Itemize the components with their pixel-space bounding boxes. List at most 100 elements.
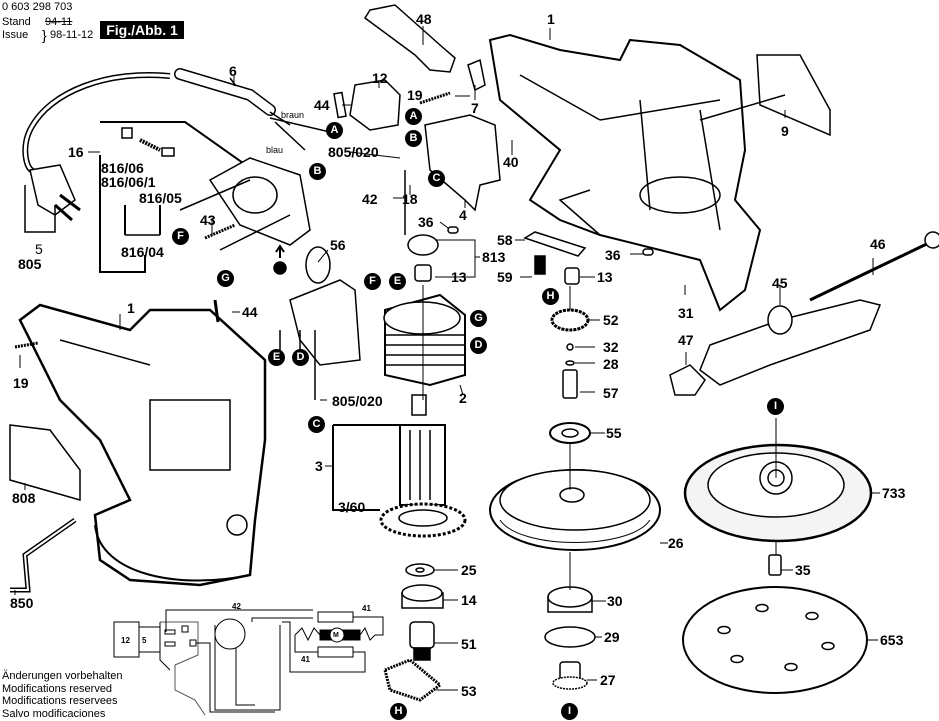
part-4-switch: [424, 114, 501, 212]
callout-35: 35: [795, 562, 811, 578]
callout-57: 57: [603, 385, 619, 401]
sanding-disc-653: [682, 586, 868, 694]
schematic-cable-label: 5: [142, 636, 147, 645]
marker-i-bottom: I: [561, 703, 578, 720]
callout-13-left: 13: [451, 269, 467, 285]
leader-lines: [14, 26, 880, 691]
stand-label: Stand: [2, 16, 31, 28]
callout-6: 6: [229, 63, 237, 79]
wire-label-blue: blau: [266, 145, 284, 155]
callout-813: 813: [482, 249, 506, 265]
callout-12: 12: [372, 70, 388, 86]
part-number: 0 603 298 703: [2, 1, 73, 13]
callout-805: 805: [18, 256, 42, 272]
backing-pad-drawing: [683, 443, 873, 543]
armature-drawing: [332, 394, 467, 538]
callout-16: 16: [68, 144, 84, 160]
callout-31: 31: [678, 305, 694, 321]
field-coil-drawing: [383, 293, 466, 387]
callout-51: 51: [461, 636, 477, 652]
marker-e-left: E: [268, 349, 285, 366]
marker-d-right: D: [470, 337, 487, 354]
marker-h-bottom: H: [390, 703, 407, 720]
callout-733: 733: [882, 485, 906, 501]
callout-56: 56: [330, 237, 346, 253]
callout-4: 4: [459, 207, 467, 223]
callout-27: 27: [600, 672, 616, 688]
callout-19-left: 19: [13, 375, 29, 391]
footer-line-es: Salvo modificaciones: [2, 707, 106, 720]
part-12-switch-holder: [349, 79, 401, 131]
marker-h-top: H: [542, 288, 559, 305]
callout-52: 52: [603, 312, 619, 328]
marker-a-right: A: [405, 108, 422, 125]
callout-45: 45: [772, 275, 788, 291]
marker-f-left: F: [172, 228, 189, 245]
callout-30: 30: [607, 593, 623, 609]
issue-date: 98-11-12: [50, 29, 94, 41]
marker-g-left: G: [217, 270, 234, 287]
sander-assembled-drawing: [18, 303, 267, 587]
callout-53: 53: [461, 683, 477, 699]
callout-18: 18: [402, 191, 418, 207]
figure-label: Fig./Abb. 1: [100, 21, 184, 39]
callout-816-06: 816/06: [101, 160, 144, 176]
callout-44-bottom: 44: [242, 304, 258, 320]
schematic-switch-label: 12: [121, 636, 130, 645]
callout-55: 55: [606, 425, 622, 441]
marker-e-right: E: [389, 273, 406, 290]
callout-36-right: 36: [605, 247, 621, 263]
callout-3-60: 3/60: [338, 499, 366, 515]
callout-2: 2: [459, 390, 467, 406]
callout-44-top: 44: [314, 97, 330, 113]
side-handle: [699, 299, 882, 386]
callout-48: 48: [416, 11, 432, 27]
schematic-suppressor-top-label: 41: [362, 604, 371, 613]
brush-plate-drawing: [179, 157, 311, 275]
callout-43: 43: [200, 212, 216, 228]
marker-d-left: D: [292, 349, 309, 366]
callout-805-020-top: 805/020: [328, 144, 379, 160]
callout-1-left: 1: [127, 300, 135, 316]
callout-36-left: 36: [418, 214, 434, 230]
callout-40: 40: [503, 154, 519, 170]
callout-32: 32: [603, 339, 619, 355]
callout-28: 28: [603, 356, 619, 372]
footer-notice: Änderungen vorbehalten Modifications res…: [2, 670, 122, 720]
footer-line-en: Modifications reserved: [2, 682, 113, 695]
callout-26: 26: [668, 535, 684, 551]
callout-58: 58: [497, 232, 513, 248]
callout-29: 29: [604, 629, 620, 645]
callout-47: 47: [678, 332, 694, 348]
footer-line-fr: Modifications reservees: [2, 695, 118, 707]
footer-line-de: Änderungen vorbehalten: [2, 670, 123, 682]
wire-label-brown: braun: [281, 110, 305, 120]
marker-c-top: C: [428, 170, 445, 187]
marker-f-right: F: [364, 273, 381, 290]
callout-816-06-1: 816/06/1: [101, 174, 156, 190]
sticker-9: [756, 54, 831, 137]
callout-816-05: 816/05: [139, 190, 182, 206]
housing-half-drawing: [488, 33, 762, 312]
callout-850: 850: [10, 595, 34, 611]
marker-a-left: A: [326, 122, 343, 139]
callout-805-020-bottom: 805/020: [332, 393, 383, 409]
issue-label: Issue: [2, 29, 29, 41]
power-cord-drawing: [22, 68, 291, 233]
motor-icon: M: [333, 632, 339, 639]
wiring-schematic: [113, 609, 384, 716]
callout-3: 3: [315, 458, 323, 474]
callout-653: 653: [880, 632, 904, 648]
callout-9: 9: [781, 123, 789, 139]
sticker-808: [9, 424, 81, 501]
marker-b-right: B: [405, 130, 422, 147]
callout-1-housing: 1: [547, 11, 555, 27]
callout-59: 59: [497, 269, 513, 285]
part-48-cover: [363, 4, 456, 73]
callout-46: 46: [870, 236, 886, 252]
brace-icon: }: [42, 27, 47, 43]
marker-g-right: G: [470, 310, 487, 327]
callout-816-04: 816/04: [121, 244, 164, 260]
callout-13-right: 13: [597, 269, 613, 285]
